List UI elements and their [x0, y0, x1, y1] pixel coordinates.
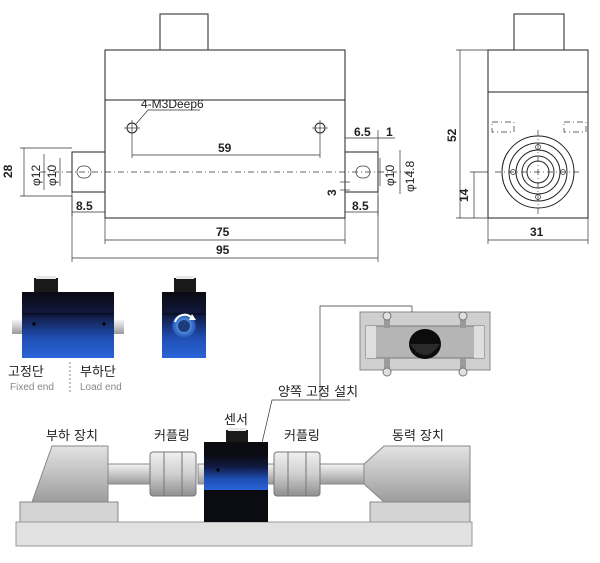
side-view: 52 14 31	[445, 13, 589, 244]
power-device-body	[363, 445, 471, 503]
dim-75: 75	[216, 225, 230, 239]
body-outline	[104, 49, 346, 219]
coupling-right	[273, 451, 321, 497]
fixed-end-label: 고정단	[8, 365, 44, 380]
side-body-outline	[487, 49, 589, 219]
load-device-label: 부하 장치	[46, 429, 98, 444]
hole-note: 4-M3Deep6	[141, 97, 204, 111]
dim-phi10-left: φ10	[45, 165, 59, 186]
coupling-right-label: 커플링	[284, 429, 320, 444]
dim-52: 52	[445, 128, 459, 142]
dim-31: 31	[530, 225, 544, 239]
connector-outline	[159, 13, 209, 51]
sensor-body	[22, 292, 114, 358]
dim-95: 95	[216, 243, 230, 257]
load-end-label-en: Load end	[80, 382, 122, 393]
dim-59: 59	[218, 141, 232, 155]
dim-phi14-8: φ14.8	[403, 161, 417, 192]
base-rail	[15, 521, 473, 547]
dim-14: 14	[457, 188, 471, 202]
coupling-left	[149, 451, 197, 497]
dim-3: 3	[325, 189, 339, 196]
power-device-label: 동력 장치	[392, 429, 444, 444]
assembly	[15, 428, 473, 547]
dim-1: 1	[386, 125, 393, 139]
sensor-photo	[12, 276, 124, 358]
base-plate-right	[369, 501, 471, 523]
right-shaft	[344, 151, 379, 193]
both-sides-fixed-label: 양쪽 고정 설치	[278, 385, 358, 400]
base-plate-left	[19, 501, 119, 523]
dim-8-5-right: 8.5	[352, 199, 369, 213]
front-view: 4-M3Deep6 59 28 φ12 φ10 8.5 6.5 1	[1, 13, 417, 262]
fixed-end-label-en: Fixed end	[10, 382, 54, 393]
coupling-left-label: 커플링	[154, 429, 190, 444]
left-shaft	[71, 151, 106, 193]
dim-28: 28	[1, 164, 15, 178]
dim-8-5-left: 8.5	[76, 199, 93, 213]
dim-phi10-right: φ10	[383, 165, 397, 186]
dim-phi12: φ12	[29, 165, 43, 186]
sensor-side-photo	[162, 276, 206, 358]
load-device-body	[31, 445, 109, 503]
clamp-detail	[359, 311, 491, 377]
sensor-label: 센서	[224, 413, 248, 428]
load-end-label: 부하단	[80, 365, 116, 380]
dim-6-5: 6.5	[354, 125, 371, 139]
